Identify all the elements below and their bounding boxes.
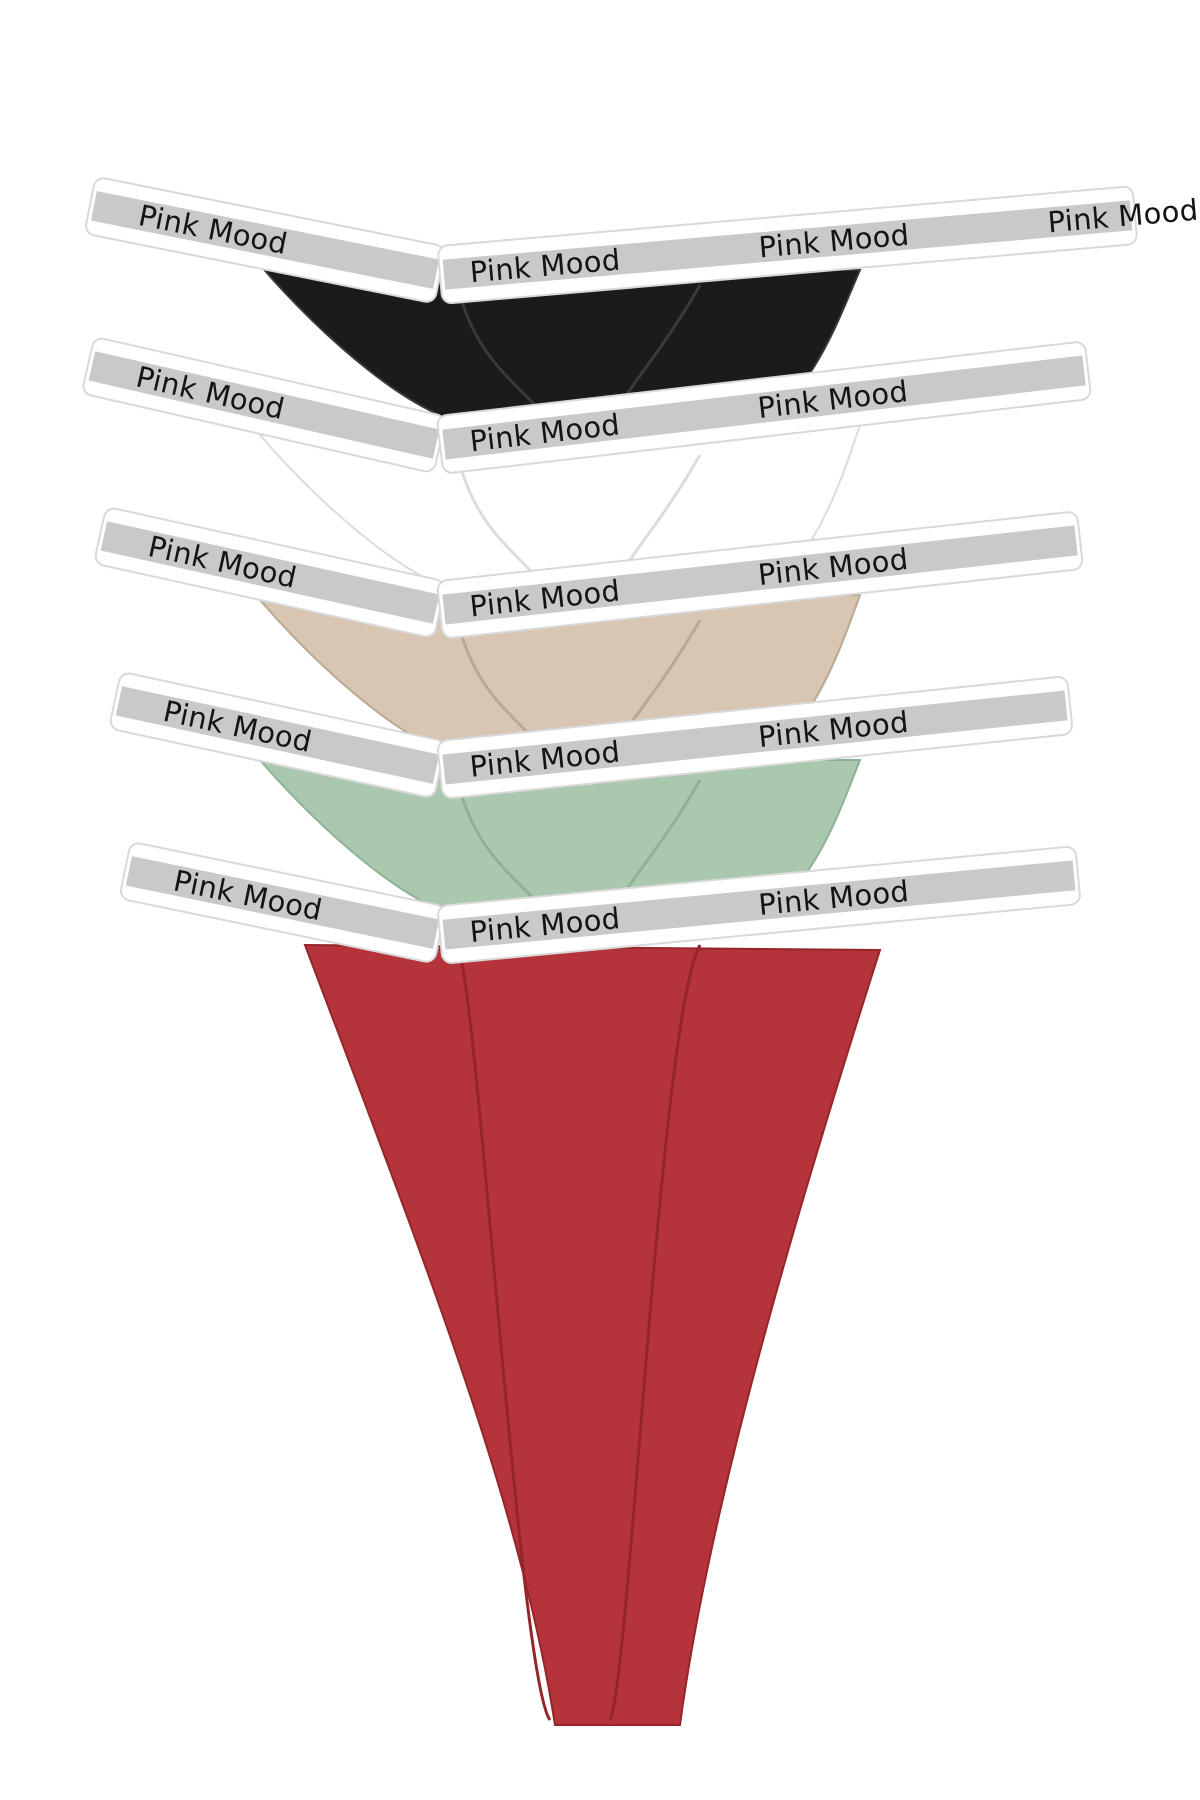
seam-line	[608, 944, 702, 1721]
seam-line	[458, 954, 552, 1721]
waistband: Pink Mood	[85, 177, 445, 303]
fabric-panel	[303, 943, 882, 1726]
